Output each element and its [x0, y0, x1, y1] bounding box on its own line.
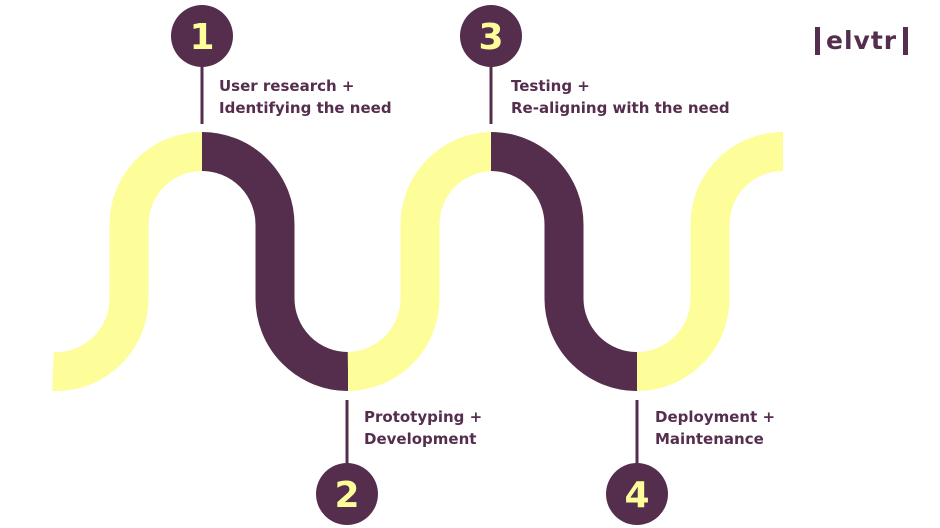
wave-segment-purple-1	[201, 132, 349, 391]
logo-bar-left	[815, 26, 820, 55]
step-number-4: 4	[624, 475, 649, 516]
wave-segment-yellow-2	[346, 132, 493, 391]
step-label-4: Deployment + Maintenance	[655, 406, 775, 450]
step-title: Deployment +	[655, 408, 776, 426]
wave-segment-purple-2	[490, 132, 638, 391]
step-circle-4	[606, 463, 668, 525]
step-label-2: Prototyping + Development	[364, 406, 482, 450]
step-subtitle: Development	[364, 430, 477, 448]
wave-segment-yellow-1	[52, 132, 203, 392]
step-circle-3	[460, 5, 522, 67]
step-title: Prototyping +	[364, 408, 483, 426]
step-title: User research +	[219, 77, 355, 95]
step-number-2: 2	[334, 475, 359, 516]
step-circle-1	[171, 5, 233, 67]
wave-segment-yellow-3	[636, 132, 784, 391]
logo-text: elvtr	[826, 26, 898, 55]
step-number-1: 1	[189, 17, 214, 58]
step-number-3: 3	[478, 17, 503, 58]
step-subtitle: Maintenance	[655, 430, 764, 448]
logo-bar-right	[903, 26, 909, 55]
step-label-3: Testing + Re-aligning with the need	[511, 75, 730, 119]
step-circle-2	[316, 463, 378, 525]
step-subtitle: Re-aligning with the need	[511, 99, 730, 117]
elvtr-logo: elvtr	[815, 26, 909, 55]
step-label-1: User research + Identifying the need	[219, 75, 392, 119]
step-title: Testing +	[511, 77, 590, 95]
step-subtitle: Identifying the need	[219, 99, 392, 117]
